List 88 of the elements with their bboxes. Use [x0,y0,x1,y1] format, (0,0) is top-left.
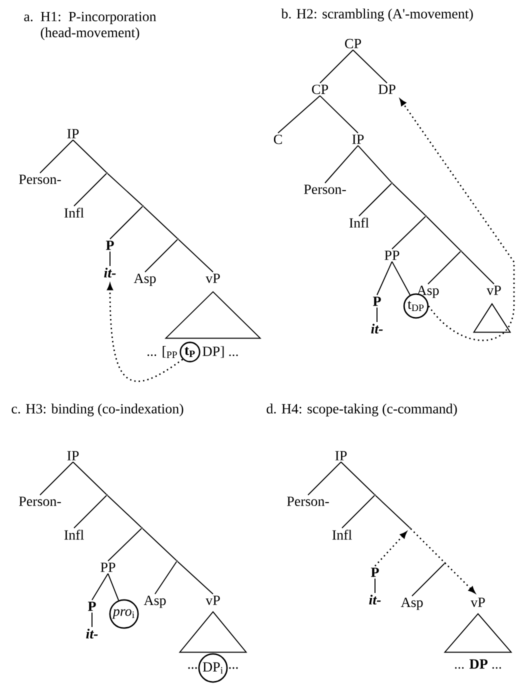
tree-branch [340,462,375,495]
category-label: IP [335,451,347,460]
category-label: P [372,296,381,306]
category-label: P [106,240,114,250]
terminal-string: ... [229,667,238,669]
tree-branch [72,140,107,173]
tree-branch [92,573,108,600]
terminal-string: DP] ... [202,346,238,358]
tree-branch [177,561,214,594]
tree-branch [376,307,378,322]
tree-branch [278,95,320,134]
movement-arrow [400,98,515,341]
circled-label: pro$_{i}$ [109,599,139,629]
tree-branch [143,206,178,239]
category-label: IP [352,134,364,144]
tree-branch [107,495,142,528]
tree-branch [74,173,107,206]
category-label: IP [67,451,79,460]
tree-branch [392,183,426,216]
category-label: vP [470,598,485,608]
tree-branch [142,528,177,561]
category-label: Person- [287,496,329,506]
category-label: it- [104,268,116,278]
tree-branch [374,578,376,594]
tree-branch [108,528,142,562]
category-label: Infl [64,530,84,540]
tree-branch [358,183,392,216]
tree-branch [40,140,74,174]
terminal-string: ... DP ... [455,659,501,669]
tree-branch [461,251,494,284]
category-label: CP [312,84,328,94]
tree-branch [324,145,358,184]
tree-branch [178,239,214,272]
category-label: Infl [349,218,369,228]
movement-arrow [374,532,407,566]
tree-branch [376,261,392,296]
category-label: IP [67,129,79,138]
category-label: DP [378,84,396,94]
tree-branch [358,145,392,183]
category-label: PP [100,562,116,572]
category-label: P [88,602,96,611]
category-label: P [370,568,379,577]
tree-branch [154,561,177,594]
tree-branch [426,216,461,251]
terminal-string: ... [$_{PP}$ [148,346,177,358]
tree-branch [412,563,445,596]
tree-branch [40,462,74,496]
tree-branch [392,216,426,250]
category-label: PP [384,250,400,260]
category-label: vP [486,286,501,295]
category-label: Person- [19,174,61,184]
tree-branch [108,573,120,601]
category-label: Asp [134,274,156,286]
tree-branch [342,495,375,528]
category-label: Infl [332,530,352,540]
category-label: vP [206,274,220,283]
tree-branch [110,206,143,240]
category-label: Person- [304,184,346,194]
tree-branch [107,173,143,206]
movement-arrow [410,528,476,594]
category-label: Infl [64,208,84,218]
tree-branch [72,462,107,495]
panel-title: a. H1: P-incorporation (head-movement) [24,12,156,40]
category-label: CP [345,38,362,48]
category-label: vP [206,596,220,606]
tree-branch [144,239,178,272]
category-label: it- [371,324,383,334]
category-label: Asp [400,598,423,610]
panel-title: d. H4: scope-taking (c-command) [266,404,457,416]
tree-branch [375,495,410,528]
panel-title: b. H2: scrambling (A'-movement) [281,8,473,22]
tree-branch [320,95,358,134]
tree-branch [428,251,461,284]
tree-branch [392,261,411,296]
category-label: Person- [19,496,61,506]
tree-branch [320,50,354,84]
tree-branch [308,462,342,496]
circled-label: DP$_{i}$ [198,653,228,683]
circled-label: t$_{P}$ [180,342,200,362]
tree-branch [74,495,107,528]
category-label: it- [369,594,381,605]
category-label: it- [86,628,98,639]
category-label: Asp [144,596,166,608]
tree-branch [352,50,388,84]
movement-arrow [107,283,184,382]
category-label: C [274,134,282,144]
panel-title: c. H3: binding (co-indexation) [12,404,184,416]
terminal-string: ... [188,667,197,669]
